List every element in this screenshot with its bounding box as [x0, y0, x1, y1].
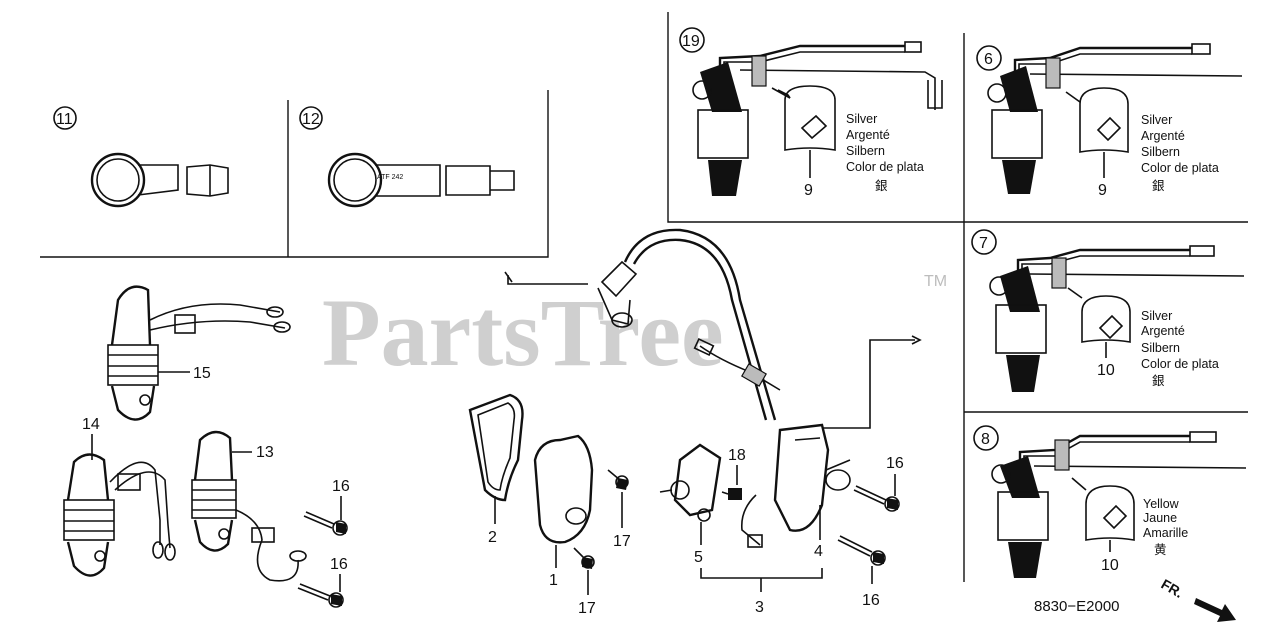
- callout-17a: 17: [613, 533, 631, 550]
- drawing-code: 8830−E2000: [1034, 598, 1120, 615]
- ignition-coil-assembly: [504, 228, 922, 548]
- part-16-bolt-center-upper: 16: [853, 455, 904, 512]
- variant-6-number: 6: [984, 51, 993, 68]
- callout-group-3-4: 4 3: [700, 505, 823, 616]
- variant-6-label-5: 銀: [1152, 179, 1165, 193]
- callout-15: 15: [193, 365, 211, 382]
- variant-19-label-3: Silbern: [846, 144, 885, 158]
- variant-7-label-2: Argenté: [1141, 324, 1185, 338]
- variant-8-number: 8: [981, 431, 990, 448]
- variant-19-label-4: Color de plata: [846, 160, 924, 174]
- watermark-tm: TM: [924, 273, 947, 290]
- callout-17b: 17: [578, 600, 596, 617]
- callout-3: 3: [755, 599, 764, 616]
- part-15-pulser-coil: 15: [107, 285, 291, 421]
- variant-19-label-2: Argenté: [846, 128, 890, 142]
- callout-1: 1: [549, 572, 558, 589]
- variant-19-label-1: Silver: [846, 112, 877, 126]
- variant-6-label-2: Argenté: [1141, 129, 1185, 143]
- variant-12: 12 ATF 242: [299, 106, 515, 208]
- callout-16b: 16: [330, 556, 348, 573]
- variant-12-number: 12: [302, 111, 320, 128]
- variant-8-label-1: Yellow: [1143, 497, 1180, 511]
- variant-6-label-4: Color de plata: [1141, 161, 1219, 175]
- callout-13: 13: [256, 444, 274, 461]
- part-16-bolt-left-upper: 16: [303, 478, 350, 536]
- part-2-gasket: 2: [468, 393, 524, 546]
- variant-7: 7 10 Silver Argenté Silbern Color de pla…: [971, 229, 1245, 392]
- variant-19: 19 9 Silver Argenté Silbern Color de pla…: [679, 27, 943, 199]
- front-arrow-icon: [1194, 598, 1236, 622]
- part-16-bolt-center-lower: 16: [837, 535, 886, 609]
- variant-11: 11: [53, 106, 229, 208]
- variant-8-label-2: Jaune: [1143, 511, 1177, 525]
- variant-19-part: 9: [804, 182, 813, 199]
- variant-11-number: 11: [56, 111, 73, 128]
- callout-4: 4: [814, 543, 823, 560]
- variant-19-label-5: 銀: [875, 179, 888, 193]
- variant-7-label-1: Silver: [1141, 309, 1172, 323]
- callout-16a: 16: [332, 478, 350, 495]
- callout-14: 14: [82, 416, 100, 433]
- variant-8-label-4: 黄: [1154, 543, 1167, 557]
- variant-8: 8 10 Yellow Jaune Amarille 黄: [973, 425, 1247, 578]
- part-1-cover: 1: [533, 434, 594, 589]
- watermark-text: PartsTree: [322, 279, 724, 386]
- variant-6-label-3: Silbern: [1141, 145, 1180, 159]
- variant-6: 6 9 Silver Argenté Silbern Color de plat…: [976, 43, 1243, 199]
- front-direction-indicator: FR.: [1159, 576, 1236, 622]
- variant-frame-11-12: [40, 90, 549, 258]
- part-18-screw: 18: [721, 447, 746, 500]
- callout-5: 5: [694, 549, 703, 566]
- variant-8-label-3: Amarille: [1143, 526, 1188, 540]
- variant-12-plate: ATF 242: [377, 174, 403, 181]
- callout-18: 18: [728, 447, 746, 464]
- callout-16c: 16: [886, 455, 904, 472]
- part-17-screw-lower: 17: [573, 547, 596, 617]
- part-5-bracket: 5: [659, 443, 722, 566]
- part-16-bolt-left-lower: 16: [297, 556, 348, 608]
- front-direction-label: FR.: [1159, 576, 1187, 601]
- variant-7-part: 10: [1097, 362, 1115, 379]
- variant-6-label-1: Silver: [1141, 113, 1172, 127]
- variant-7-number: 7: [979, 235, 988, 252]
- variant-7-label-3: Silbern: [1141, 341, 1180, 355]
- variant-19-number: 19: [682, 33, 700, 50]
- variant-6-part: 9: [1098, 182, 1107, 199]
- variant-frames-right: [667, 12, 1248, 582]
- callout-2: 2: [488, 529, 497, 546]
- variant-7-label-5: 銀: [1152, 374, 1165, 388]
- part-14-pulser-coil: 14: [63, 416, 176, 577]
- variant-7-label-4: Color de plata: [1141, 357, 1219, 371]
- callout-16d: 16: [862, 592, 880, 609]
- part-17-screw-upper: 17: [607, 469, 631, 550]
- variant-8-part: 10: [1101, 557, 1119, 574]
- part-13-pulser-coil: 13: [191, 430, 307, 582]
